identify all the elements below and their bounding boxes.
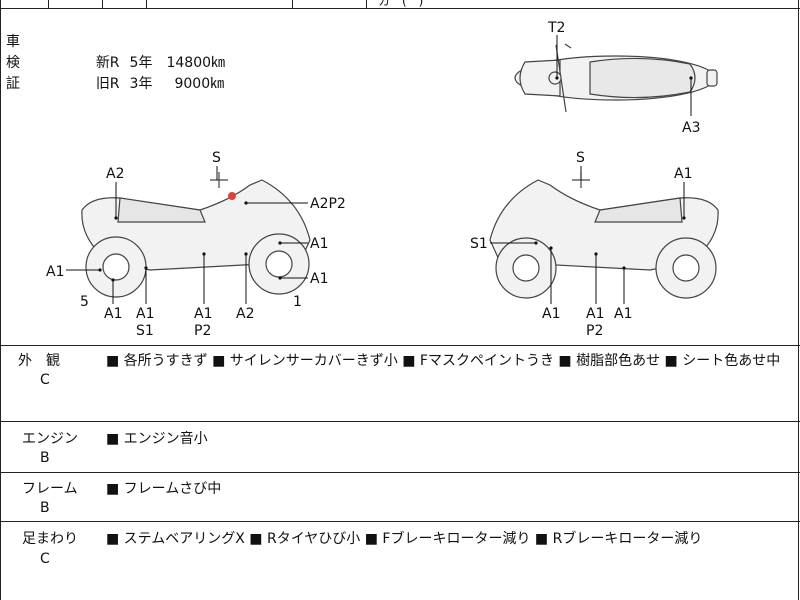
section-notes: ■ 各所うすきず ■ サイレンサーカバーきず小 ■ Fマスクペイントうき ■ 樹… bbox=[106, 353, 781, 369]
section-label: フレーム bbox=[22, 481, 78, 497]
label-bottom-p2: P2 bbox=[194, 323, 211, 339]
inspection-label: 車検証 bbox=[6, 34, 20, 92]
divider bbox=[0, 421, 800, 422]
scooter-top-view bbox=[514, 43, 718, 113]
inspection-type: 旧R bbox=[95, 76, 120, 92]
section-grade: C bbox=[40, 372, 50, 388]
label-a1-front1: A1 bbox=[310, 236, 328, 252]
label-bottom-a1-3: A1 bbox=[194, 306, 212, 322]
top-partial-text: カ ( ) bbox=[378, 0, 424, 8]
label-bottom-a1-1: A1 bbox=[542, 306, 560, 322]
label-a2p2: A2P2 bbox=[310, 196, 346, 212]
section-notes: ■ エンジン音小 bbox=[106, 431, 208, 447]
inspection-type: 新R bbox=[95, 55, 120, 71]
top-table-strip: カ ( ) bbox=[0, 0, 800, 9]
label-a2-top: A2 bbox=[106, 166, 124, 182]
section-label: エンジン bbox=[22, 431, 78, 447]
divider bbox=[0, 521, 800, 522]
inspection-km: 14800㎞ bbox=[166, 55, 226, 71]
section-grade: B bbox=[40, 450, 50, 466]
label-a1-front2: A1 bbox=[310, 271, 328, 287]
damage-marker bbox=[228, 192, 236, 200]
right-view-labels: S A1 S1 A1 A1 P2 A1 bbox=[470, 150, 692, 339]
divider bbox=[0, 472, 800, 473]
section-notes: ■ ステムベアリングX ■ Rタイヤひび小 ■ Fブレーキローター減り ■ Rブ… bbox=[106, 531, 703, 547]
section-grade: B bbox=[40, 500, 50, 516]
label-bottom-p2: P2 bbox=[586, 323, 603, 339]
scooter-diagrams: T2 A3 S A2 A2P2 A1 A1 A1 5 1 A1 A1 S1 A bbox=[46, 20, 719, 339]
section-grade: C bbox=[40, 551, 50, 567]
inspection-row-new: 新R 5年 14800㎞ bbox=[78, 32, 225, 95]
label-bottom-a1-2: A1 bbox=[136, 306, 154, 322]
inspection-years: 3年 bbox=[129, 76, 153, 92]
label-bottom-s1: S1 bbox=[136, 323, 154, 339]
label-bottom-a1-2: A1 bbox=[586, 306, 604, 322]
divider bbox=[0, 345, 800, 346]
inspection-years: 5年 bbox=[129, 55, 153, 71]
label-num5: 5 bbox=[80, 294, 89, 310]
section-notes: ■ フレームさび中 bbox=[106, 481, 222, 497]
label-bottom-a1-1: A1 bbox=[104, 306, 122, 322]
inspection-row-old: 旧R 3年 9000㎞ bbox=[78, 53, 224, 116]
label-a1-rear: A1 bbox=[46, 264, 64, 280]
top-view-labels: T2 A3 bbox=[547, 20, 700, 136]
section-label: 外 観 bbox=[18, 353, 60, 369]
inspection-km: 9000㎞ bbox=[174, 76, 225, 92]
label-num1: 1 bbox=[293, 294, 302, 310]
label-s: S bbox=[576, 150, 585, 166]
label-s1: S1 bbox=[470, 236, 488, 252]
scooter-right-view bbox=[489, 172, 719, 299]
left-view-labels: S A2 A2P2 A1 A1 A1 5 1 A1 A1 S1 A1 P2 A2 bbox=[46, 150, 346, 339]
section-label: 足まわり bbox=[22, 531, 78, 547]
label-a3: A3 bbox=[682, 120, 700, 136]
label-bottom-a2: A2 bbox=[236, 306, 254, 322]
label-t2: T2 bbox=[547, 20, 565, 36]
label-a1-top: A1 bbox=[674, 166, 692, 182]
label-bottom-a1-3: A1 bbox=[614, 306, 632, 322]
label-s: S bbox=[212, 150, 221, 166]
